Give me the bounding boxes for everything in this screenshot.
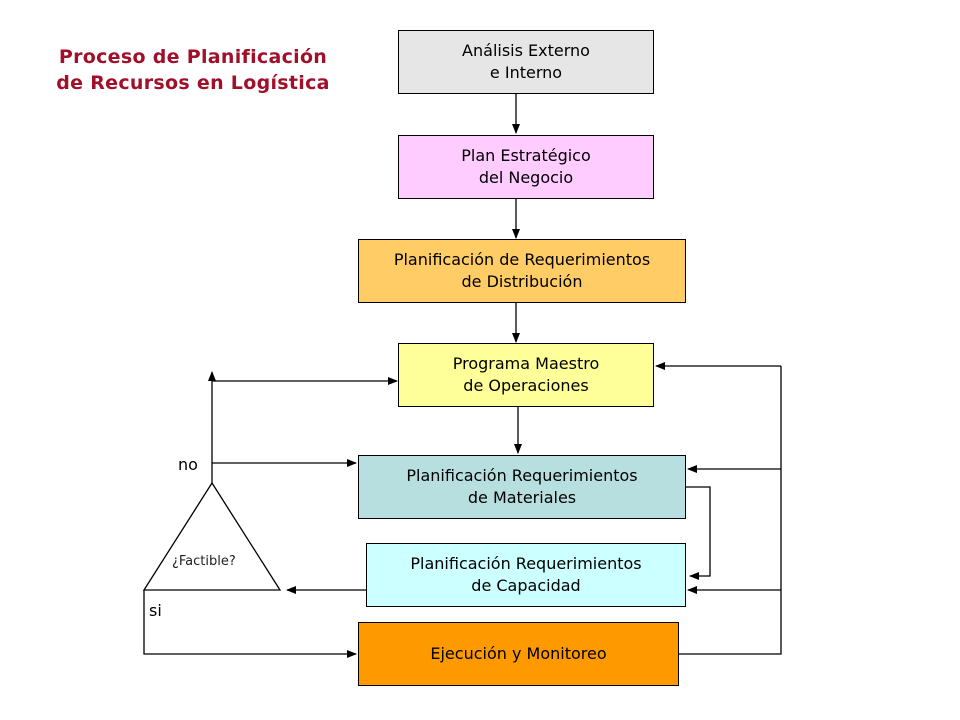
node-distribucion: Planificación de Requerimientos de Distr… [358, 239, 686, 303]
node-programa: Programa Maestro de Operaciones [398, 343, 654, 407]
title-line-2: de Recursos en Logística [56, 72, 330, 94]
feedback-loop-right [679, 366, 782, 655]
decision-triangle [142, 481, 282, 591]
node-plan-line-2: del Negocio [478, 168, 574, 187]
node-materiales-line-1: Planificación Requerimientos [406, 466, 638, 485]
node-capacidad: Planificación Requerimientos de Capacida… [366, 543, 686, 607]
title-line-1: Proceso de Planificación [58, 46, 328, 68]
node-plan: Plan Estratégico del Negocio [398, 135, 654, 199]
node-distribucion-line-2: de Distribución [461, 272, 583, 291]
decision-no-label: no [178, 455, 198, 474]
node-analisis-line-1: Análisis Externo [462, 41, 590, 60]
arrow-si-to-ejecucion [143, 590, 357, 658]
arrow-materiales-to-capacidad [686, 486, 711, 580]
node-capacidad-line-1: Planificación Requerimientos [410, 554, 642, 573]
diagram-title: Proceso de Planificación de Recursos en … [28, 44, 358, 96]
node-ejecucion: Ejecución y Monitoreo [358, 622, 679, 686]
node-ejecucion-line-1: Ejecución y Monitoreo [430, 644, 607, 663]
node-programa-line-1: Programa Maestro [452, 354, 600, 373]
node-analisis-line-2: e Interno [489, 63, 563, 82]
node-programa-line-2: de Operaciones [463, 376, 589, 395]
node-plan-line-1: Plan Estratégico [461, 146, 591, 165]
node-materiales-line-2: de Materiales [467, 488, 577, 507]
node-distribucion-line-1: Planificación de Requerimientos [393, 250, 651, 269]
node-capacidad-line-2: de Capacidad [471, 576, 581, 595]
node-analisis: Análisis Externo e Interno [398, 30, 654, 94]
decision-factible-label: ¿Factible? [172, 554, 236, 569]
decision-si-label: si [149, 601, 162, 620]
node-materiales: Planificación Requerimientos de Material… [358, 455, 686, 519]
